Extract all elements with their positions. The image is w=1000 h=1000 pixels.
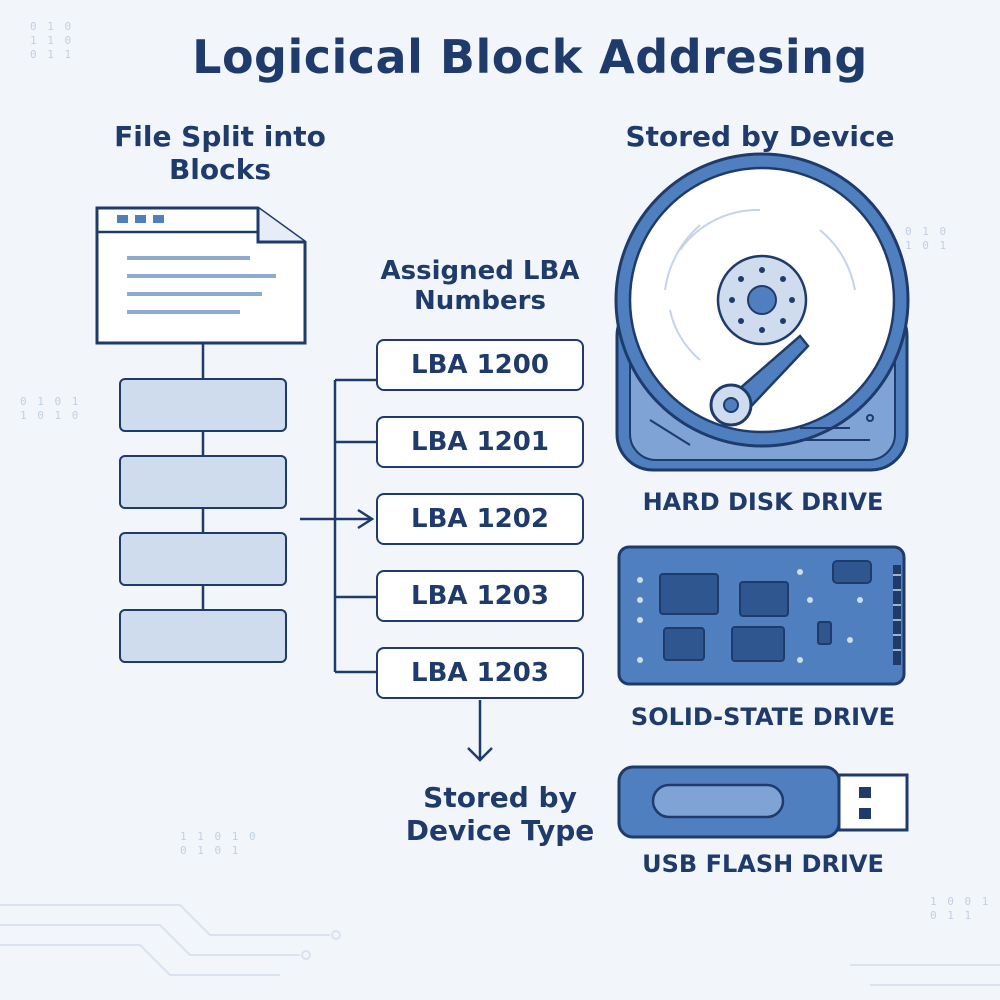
file-block <box>119 532 287 586</box>
ssd-label: SOLID-STATE DRIVE <box>630 703 896 731</box>
file-block <box>119 609 287 663</box>
lba-box: LBA 1201 <box>376 416 584 468</box>
lba-box: LBA 1202 <box>376 493 584 545</box>
lba-numbers-header: Assigned LBA Numbers <box>380 256 580 316</box>
lba-box: LBA 1200 <box>376 339 584 391</box>
file-split-header: File Split into Blocks <box>114 120 326 186</box>
hdd-label: HARD DISK DRIVE <box>642 488 884 516</box>
lba-box: LBA 1203 <box>376 570 584 622</box>
file-block <box>119 455 287 509</box>
device-type-header: Stored by Device Type <box>625 120 895 186</box>
stored-by-device-caption: Stored by Device Type <box>405 781 595 847</box>
file-block <box>119 378 287 432</box>
lba-box: LBA 1203 <box>376 647 584 699</box>
usb-label: USB FLASH DRIVE <box>642 850 884 878</box>
page-title: Logicical Block Addresing <box>192 30 868 84</box>
